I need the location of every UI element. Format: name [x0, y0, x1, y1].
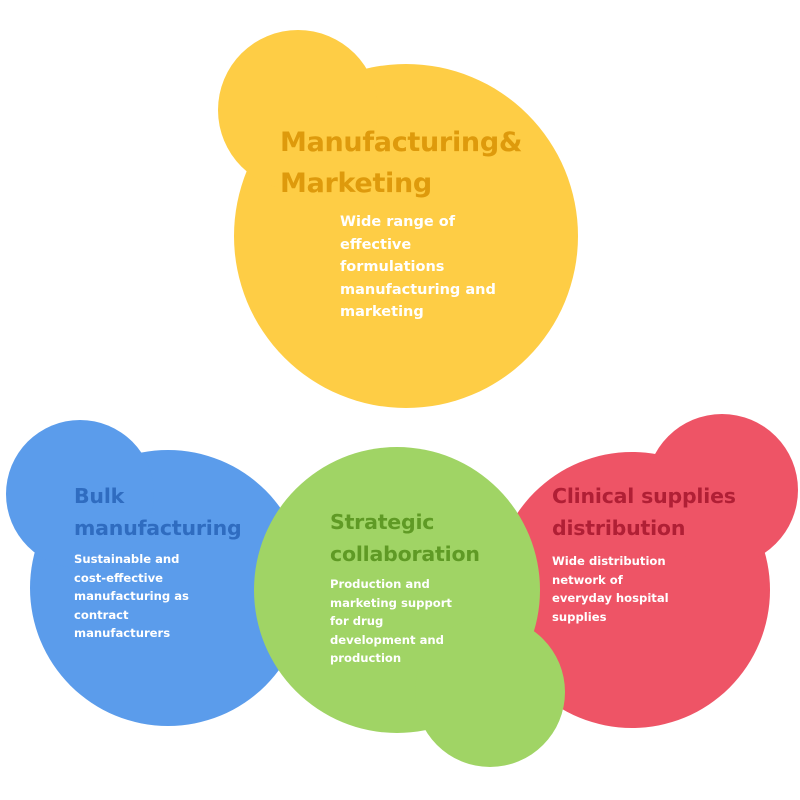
clinical-supplies-title-line: Clinical supplies	[552, 484, 736, 508]
strategic-collaboration-description-line: for drug	[330, 614, 384, 628]
clinical-supplies-description-line: network of	[552, 572, 623, 587]
clinical-supplies-description-line: Wide distribution	[552, 554, 666, 568]
strategic-collaboration-description-line: Production and	[330, 577, 430, 591]
clinical-supplies-description-line: supplies	[552, 609, 607, 624]
bulk-manufacturing-title: Bulk manufacturing	[74, 480, 242, 544]
clinical-supplies-title-line: distribution	[552, 516, 686, 540]
bulk-manufacturing-description-line: contract	[74, 607, 129, 622]
strategic-collaboration-description-line: development and	[330, 632, 444, 647]
manufacturing-marketing-title-line: Manufacturing&	[280, 127, 523, 158]
manufacturing-marketing-description-line: effective	[340, 236, 412, 253]
clinical-supplies-description-line: everyday hospital	[552, 591, 669, 605]
bulk-manufacturing-bubble	[6, 420, 306, 726]
manufacturing-marketing-bubble-lobe	[218, 30, 378, 190]
strategic-collaboration-bubble	[254, 447, 565, 767]
manufacturing-marketing-description-line: marketing	[340, 304, 424, 320]
bulk-manufacturing-title-line: Bulk	[74, 484, 125, 508]
strategic-collaboration-title: Strategic collaboration	[330, 506, 480, 570]
clinical-supplies-description: Wide distribution network of everyday ho…	[552, 552, 669, 626]
bulk-manufacturing-title-line: manufacturing	[74, 516, 242, 540]
manufacturing-marketing-title-line: Marketing	[280, 168, 432, 199]
bulk-manufacturing-description-line: cost-effective	[74, 570, 164, 585]
bulk-manufacturing-bubble-lobe	[6, 420, 154, 568]
strategic-collaboration-description: Production and marketing support for dru…	[330, 575, 452, 668]
strategic-collaboration-bubble-lobe	[415, 617, 565, 767]
manufacturing-marketing-description-line: manufacturing and	[340, 281, 496, 298]
strategic-collaboration-description-line: marketing support	[330, 595, 452, 610]
strategic-collaboration-title-line: Strategic	[330, 510, 435, 534]
manufacturing-marketing-description-line: Wide range of	[340, 214, 456, 230]
bulk-manufacturing-description: Sustainable and cost-effective manufactu…	[74, 550, 189, 643]
strategic-collaboration-description-line: production	[330, 651, 402, 665]
manufacturing-marketing-bubble	[218, 30, 578, 408]
bulk-manufacturing-description-line: manufacturers	[74, 626, 171, 640]
manufacturing-marketing-description: Wide range of effective formulations man…	[340, 211, 496, 324]
strategic-collaboration-title-line: collaboration	[330, 542, 480, 566]
bulk-manufacturing-description-line: manufacturing as	[74, 589, 189, 603]
manufacturing-marketing-description-line: formulations	[340, 259, 445, 275]
bulk-manufacturing-description-line: Sustainable and	[74, 552, 180, 566]
clinical-supplies-bubble-lobe	[646, 414, 798, 566]
manufacturing-marketing-title: Manufacturing& Marketing	[280, 122, 522, 204]
clinical-supplies-bubble	[494, 414, 798, 728]
clinical-supplies-title: Clinical supplies distribution	[552, 480, 736, 544]
